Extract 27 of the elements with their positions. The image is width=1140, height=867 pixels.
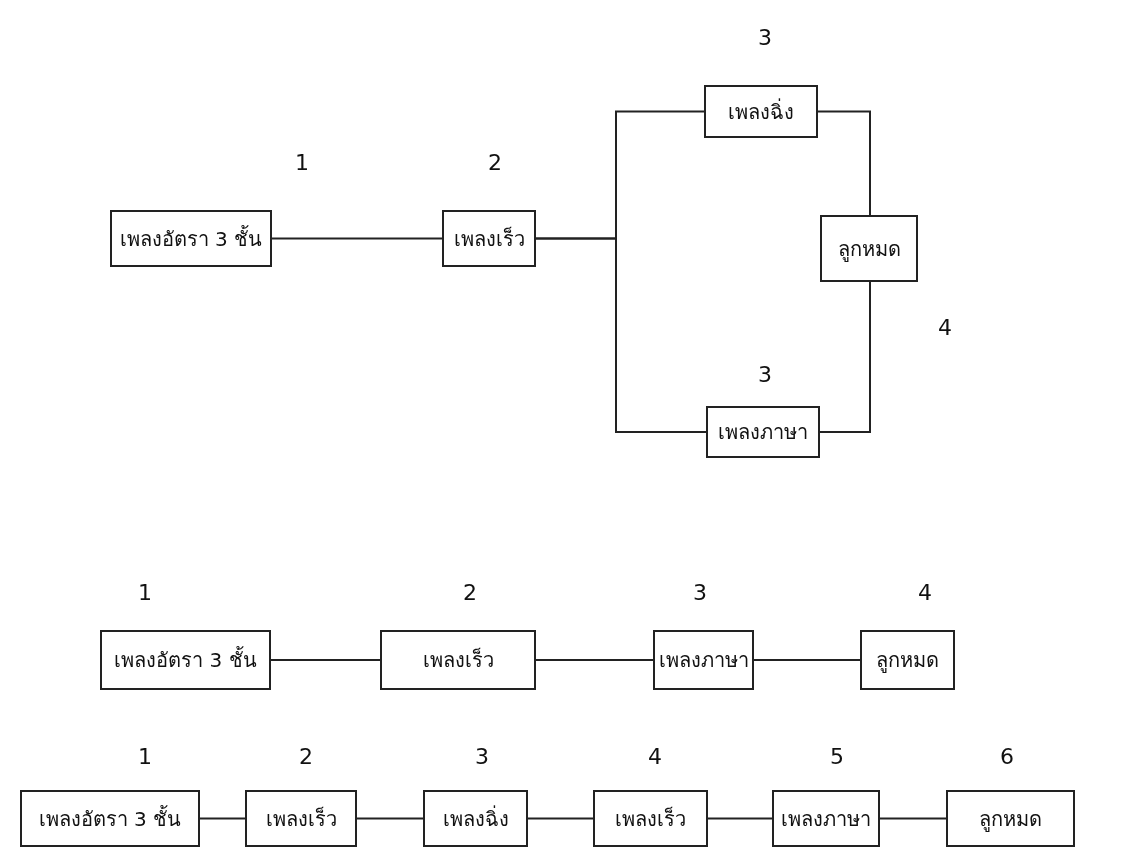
connector-line: [356, 817, 424, 820]
connector-line: [707, 817, 773, 820]
step-number: 4: [938, 315, 952, 340]
connector-line: [753, 659, 861, 661]
connector-line: [527, 817, 594, 820]
connector-line: [817, 110, 871, 216]
step-number: 3: [693, 580, 707, 605]
connector-line: [271, 237, 443, 240]
step-number: 2: [488, 150, 502, 175]
connector-line: [535, 659, 654, 661]
connector-line: [819, 281, 871, 433]
step-number: 6: [1000, 744, 1014, 769]
step-number: 3: [475, 744, 489, 769]
step-number: 5: [830, 744, 844, 769]
connector-line: [879, 817, 947, 820]
connector-line: [199, 817, 246, 820]
step-number: 2: [463, 580, 477, 605]
step-number: 2: [299, 744, 313, 769]
step-number: 1: [295, 150, 309, 175]
step-number: 4: [648, 744, 662, 769]
step-number: 1: [138, 744, 152, 769]
step-number: 3: [758, 25, 772, 50]
step-number: 1: [138, 580, 152, 605]
connector-line: [535, 237, 707, 433]
step-number: 3: [758, 362, 772, 387]
step-number: 4: [918, 580, 932, 605]
connector-line: [270, 659, 381, 661]
